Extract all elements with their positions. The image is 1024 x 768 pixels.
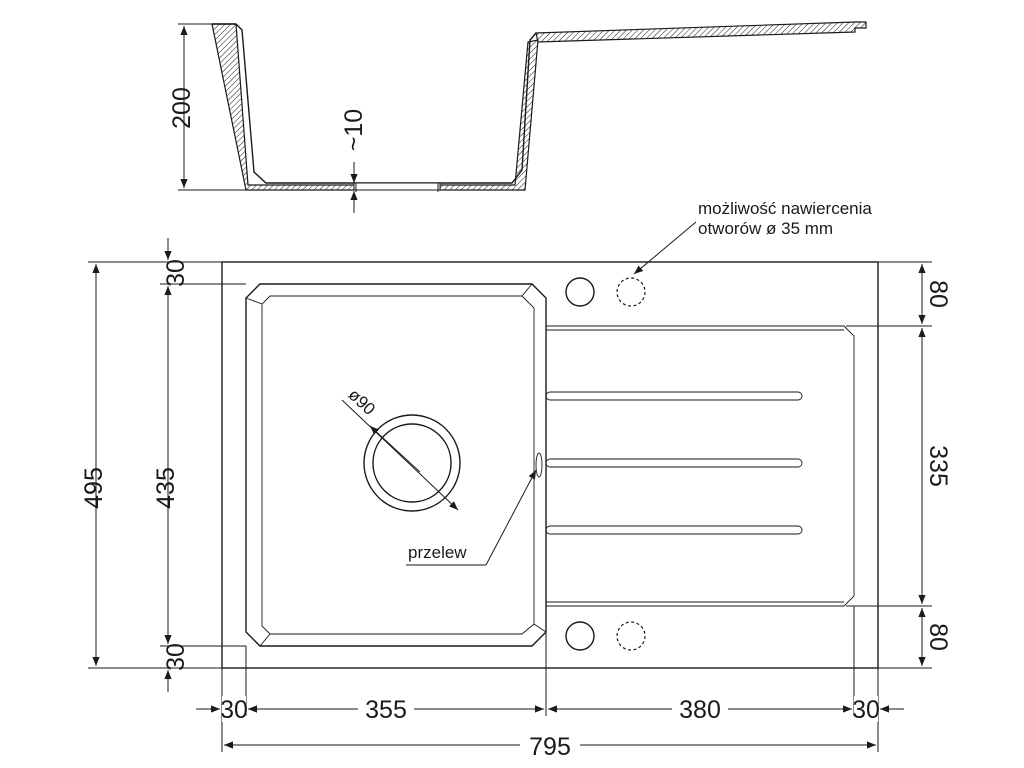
dim-bottom-widths: 30 355 380 30 — [196, 606, 904, 752]
overflow-slot — [535, 452, 543, 478]
profile-drainer-hatched — [535, 21, 867, 43]
dim-label-380: 380 — [679, 696, 721, 724]
dim-label-rim-left: 30 — [220, 696, 248, 724]
dim-right-side: 80 335 80 — [846, 261, 952, 669]
optional-hole-bottom — [616, 621, 646, 651]
dim-bowl-depth: 435 30 30 — [152, 238, 246, 692]
overflow-note: przelew — [408, 543, 467, 562]
drainer-groove-1 — [545, 391, 803, 401]
drainer-area — [546, 325, 855, 607]
dim-label-drain: ø90 — [345, 385, 379, 419]
dim-label-rim-right: 30 — [852, 696, 880, 724]
optional-hole-top — [616, 277, 646, 307]
dim-label-80-bottom: 80 — [924, 623, 952, 651]
dim-profile-height: 200 — [168, 23, 246, 191]
dim-label-495: 495 — [80, 467, 108, 509]
drainer-groove-2 — [545, 458, 803, 468]
tap-hole-top — [565, 277, 595, 307]
dim-label-thickness: ~10 — [340, 109, 368, 151]
profile-wall-hatched — [211, 23, 355, 191]
dim-thickness: ~10 — [340, 109, 368, 213]
top-view: ø90 — [221, 261, 879, 669]
dim-label-80-top: 80 — [924, 280, 952, 308]
annotation-drilling: możliwość nawiercenia otworów ø 35 mm — [633, 199, 872, 275]
dim-label-rim-bottom: 30 — [162, 643, 190, 671]
drain-inner-ring — [372, 423, 452, 503]
tap-hole-bottom — [565, 621, 595, 651]
dim-label-335: 335 — [924, 445, 952, 487]
sink-outline — [221, 261, 879, 669]
profile-drain-opening — [353, 182, 441, 191]
dim-total-width: 795 — [224, 733, 876, 761]
profile-bottom-right-hatched — [439, 39, 539, 191]
drainer-groove-3 — [545, 525, 803, 535]
bowl-outer — [245, 283, 547, 647]
dim-label-rim-top: 30 — [162, 259, 190, 287]
dim-label-795: 795 — [529, 733, 571, 761]
drill-note-line2: otworów ø 35 mm — [698, 219, 833, 238]
bowl-inner — [261, 295, 535, 635]
drain-diameter-leader — [341, 399, 459, 511]
dim-label-355: 355 — [365, 696, 407, 724]
side-profile-section — [211, 21, 867, 192]
dim-label-200: 200 — [168, 87, 196, 129]
drain-outer-ring — [363, 414, 461, 512]
annotation-overflow: przelew — [406, 469, 537, 566]
drill-note-line1: możliwość nawiercenia — [698, 199, 872, 218]
dim-label-435: 435 — [152, 467, 180, 509]
profile-inner-line — [235, 23, 537, 184]
dim-total-depth: 495 — [80, 261, 222, 669]
